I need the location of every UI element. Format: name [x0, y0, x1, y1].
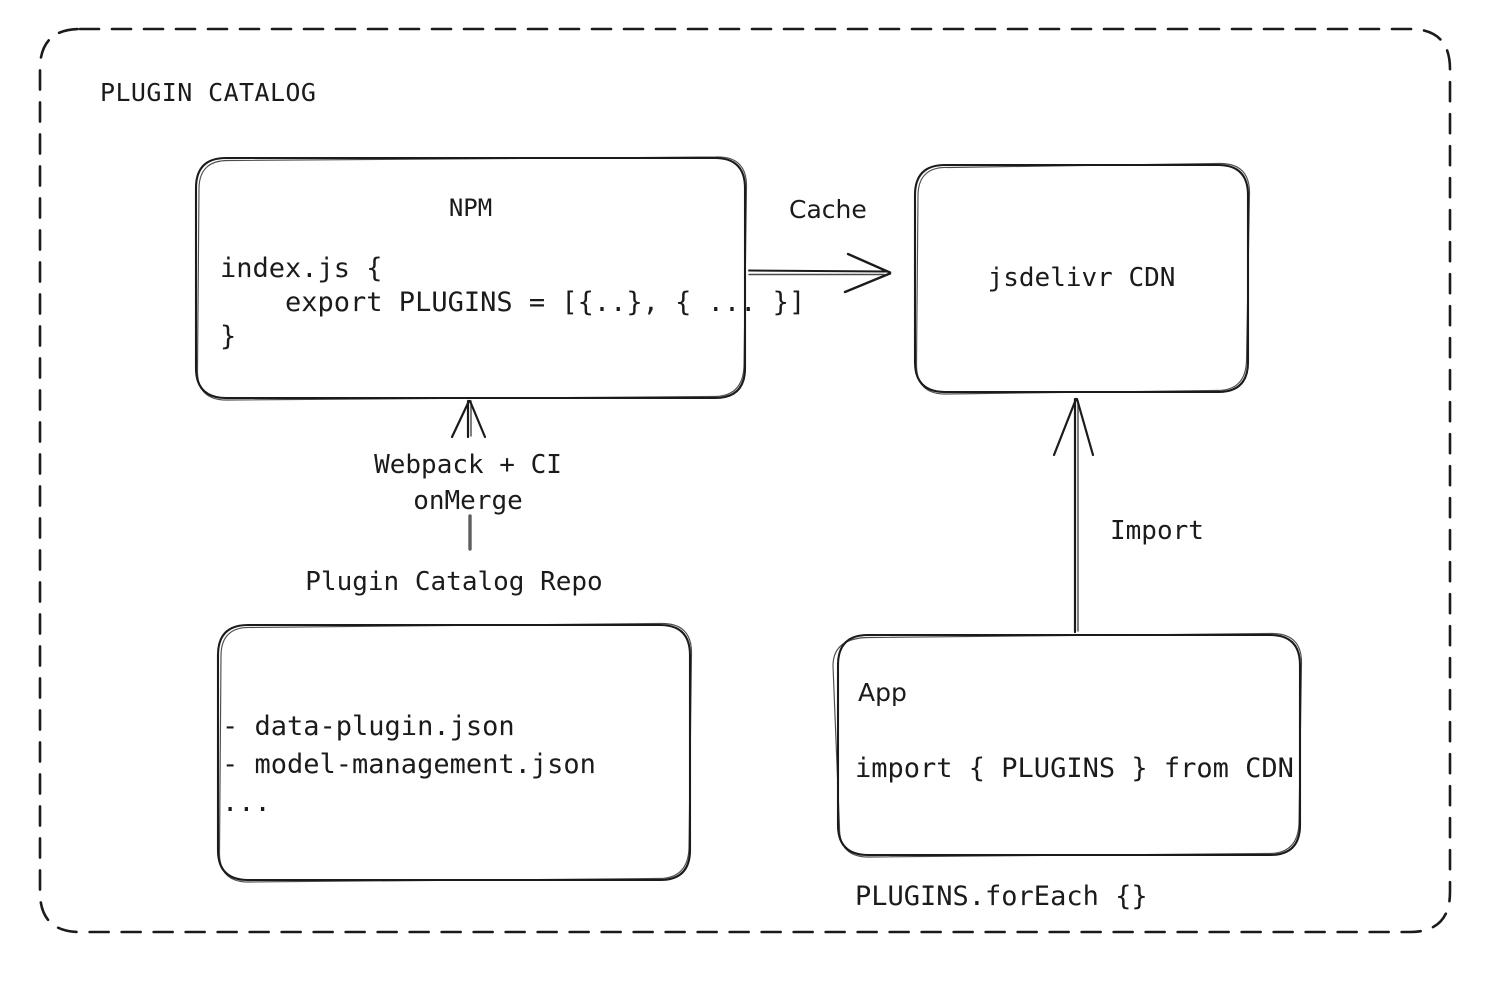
edge-build-arrow — [450, 399, 487, 439]
npm-node-code: index.js { export PLUGINS = [{..}, { ...… — [220, 253, 806, 352]
app-node-code: import { PLUGINS } from CDN PLUGINS.forE… — [855, 753, 1294, 912]
edge-import-arrow — [1052, 397, 1095, 634]
repo-node-file-list: - data-plugin.json - model-management.js… — [222, 711, 596, 818]
app-node-title: App — [858, 678, 907, 707]
npm-node-title: NPM — [448, 194, 493, 222]
cdn-node-title: jsdelivr CDN — [987, 263, 1176, 293]
edge-import-label: Import — [1110, 516, 1204, 546]
repo-node-caption: Plugin Catalog Repo — [305, 567, 603, 597]
edge-cache-label: Cache — [789, 195, 867, 224]
group-title: PLUGIN CATALOG — [100, 78, 317, 107]
edge-build-label: Webpack + CI onMerge — [374, 450, 562, 516]
